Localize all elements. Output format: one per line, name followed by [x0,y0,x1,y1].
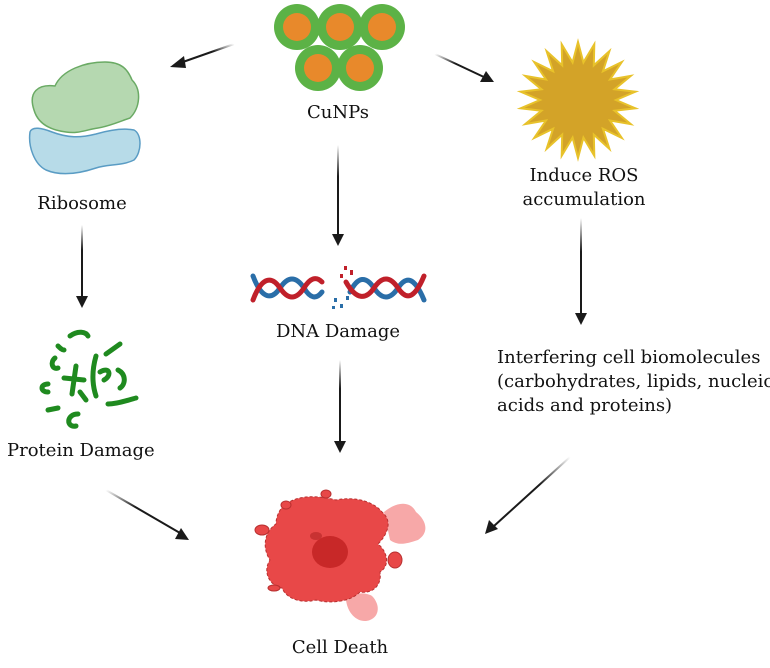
cell-fragment [267,584,281,592]
arrow-cunps-to-dna [332,145,344,246]
arrow-biomolecules-to-celldeath [485,456,571,534]
cell-fragment [254,524,270,536]
ros-label-line2: accumulation [522,189,646,210]
cell-bleb-light [384,503,426,544]
dna-strand-red-right [343,273,427,299]
nanoparticle [337,45,383,91]
dna-strand-red-left [250,276,325,303]
protein-damage-label: Protein Damage [7,440,155,461]
cunps-label: CuNPs [307,102,369,123]
arrow-dna-to-celldeath [334,360,346,453]
biomolecules-label-line3: acids and proteins) [497,395,673,416]
dna-damage-label: DNA Damage [275,321,401,342]
cell-nucleus [312,536,348,568]
cell-fragment [387,551,403,569]
ribosome-large-subunit [31,61,140,134]
biomolecules-label-line1: Interfering cell biomolecules [497,347,761,368]
dna-helix-icon [250,266,427,309]
dna-fragments [332,266,353,309]
nanoparticles-icon [274,4,405,91]
arrow-protein-to-celldeath [105,489,189,540]
nanoparticle [359,4,405,50]
dying-cell-icon [254,489,426,622]
ros-starburst-icon [516,38,640,162]
biomolecules-label-line2: (carbohydrates, lipids, nucleic [497,371,770,392]
arrow-ros-to-biomolecules [575,218,587,325]
protein-fragments-icon [39,329,139,429]
nanoparticle [317,4,363,50]
arrows [76,43,587,540]
ribosome-label: Ribosome [37,193,127,214]
arrow-cunps-to-ribosome [170,43,235,68]
cell-bleb-light [346,593,378,622]
cell-death-label: Cell Death [291,637,389,658]
nanoparticle [295,45,341,91]
cell-fragment [280,500,292,510]
dna-strand-blue-left [250,273,325,300]
arrow-cunps-to-ros [434,53,494,82]
cell-fragment [320,489,332,499]
arrow-ribosome-to-protein [76,225,88,308]
ribosome-icon [28,61,141,175]
ribosome-small-subunit [28,127,141,175]
ros-label-line1: Induce ROS [529,165,639,186]
dna-strand-blue-right [347,277,427,303]
nanoparticle [274,4,320,50]
